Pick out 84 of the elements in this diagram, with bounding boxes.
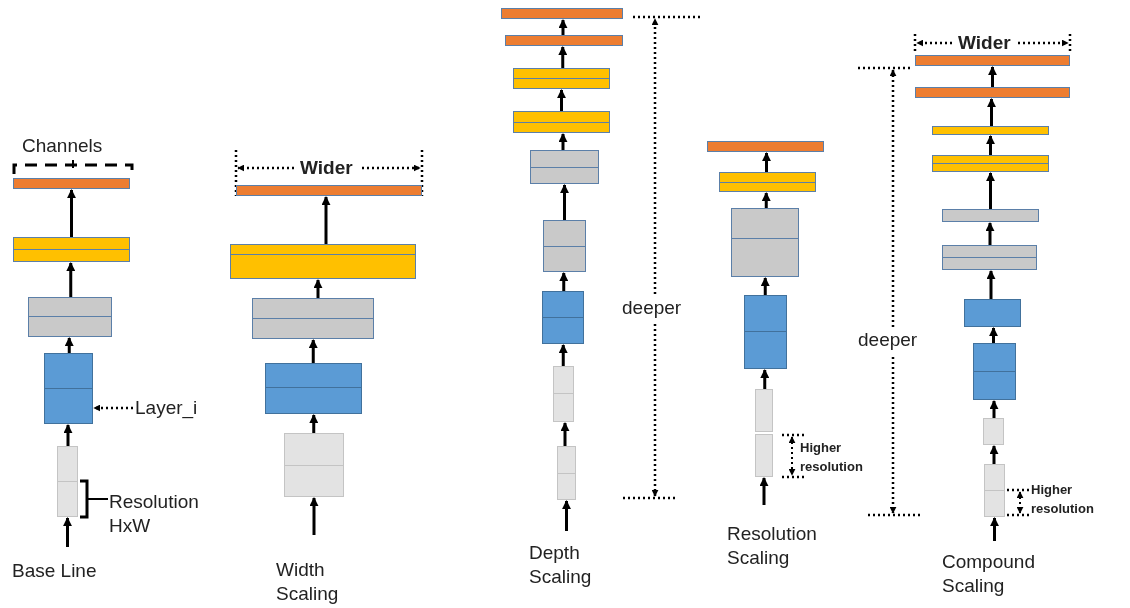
arrow — [989, 445, 999, 464]
arrow — [63, 424, 73, 446]
arrow — [759, 477, 769, 505]
arrow — [66, 262, 76, 297]
arrow — [309, 497, 319, 535]
layer-block — [755, 434, 773, 477]
column-title: Width Scaling — [276, 558, 340, 606]
arrow — [562, 500, 571, 531]
layer-block — [707, 141, 824, 152]
column-heading: Channels — [22, 134, 103, 158]
layer-block — [530, 150, 599, 184]
layer-block — [284, 433, 344, 497]
dimension-label: Higher resolution — [1031, 481, 1095, 518]
dimension-label: Higher resolution — [800, 439, 864, 476]
arrow — [560, 422, 570, 446]
column-title: Depth Scaling — [529, 541, 593, 589]
leader-line — [93, 404, 133, 412]
arrow — [309, 414, 319, 433]
layer-block — [543, 220, 586, 272]
arrow — [988, 66, 997, 87]
layer-block — [252, 298, 374, 339]
layer-block — [13, 237, 130, 262]
arrow — [560, 184, 569, 220]
arrow — [558, 46, 568, 68]
column-title: Base Line — [12, 559, 97, 583]
layer-block — [915, 87, 1070, 98]
layer-block — [755, 389, 773, 432]
layer-block — [932, 155, 1049, 172]
dimension-label: deeper — [622, 296, 682, 320]
column-title: Compound Scaling — [942, 550, 1036, 598]
arrow — [558, 344, 568, 366]
arrow — [558, 19, 568, 35]
arrow — [559, 272, 569, 291]
layer-block — [542, 291, 584, 344]
layer-block — [984, 464, 1005, 517]
arrow — [761, 192, 771, 208]
layer-block — [973, 343, 1016, 400]
layer-block — [57, 446, 78, 517]
layer-label: Layer_i — [135, 396, 215, 420]
layer-block — [744, 295, 787, 369]
layer-block — [932, 126, 1049, 135]
arrow — [986, 135, 995, 155]
arrow — [989, 327, 998, 343]
arrow — [760, 369, 770, 389]
arrow — [760, 277, 770, 295]
arrow — [308, 339, 318, 363]
arrow — [762, 152, 771, 172]
arrow — [63, 517, 72, 547]
layer-block — [265, 363, 362, 414]
arrow — [985, 222, 995, 245]
dimension-label: Wider — [958, 31, 1011, 55]
arrow — [313, 279, 323, 298]
layer-block — [719, 172, 816, 192]
arrow — [557, 89, 566, 111]
layer-block — [553, 366, 574, 422]
arrow — [989, 400, 999, 418]
dimension-label: deeper — [858, 328, 918, 352]
layer-block — [501, 8, 623, 19]
arrow — [67, 189, 76, 237]
layer-block — [513, 111, 610, 133]
layer-block — [915, 55, 1070, 66]
arrow — [987, 98, 996, 126]
layer-block — [964, 299, 1021, 327]
layer-block — [236, 185, 422, 196]
layer-block — [44, 353, 93, 424]
layer-block — [28, 297, 112, 337]
arrow — [64, 337, 74, 353]
arrow — [990, 517, 999, 541]
layer-block — [983, 418, 1004, 445]
layer-block — [942, 209, 1039, 222]
layer-block — [513, 68, 610, 89]
layer-block — [942, 245, 1037, 270]
arrow — [986, 270, 996, 299]
arrow — [321, 196, 331, 244]
layer-block — [731, 208, 799, 277]
arrow — [986, 172, 995, 209]
dimension-label: Wider — [300, 156, 353, 180]
dimension-label: Resolution HxW — [109, 490, 200, 538]
arrow — [558, 133, 568, 150]
layer-block — [557, 446, 576, 500]
column-title: Resolution Scaling — [727, 522, 818, 570]
layer-block — [230, 244, 416, 279]
layer-block — [13, 178, 130, 189]
layer-block — [505, 35, 623, 46]
